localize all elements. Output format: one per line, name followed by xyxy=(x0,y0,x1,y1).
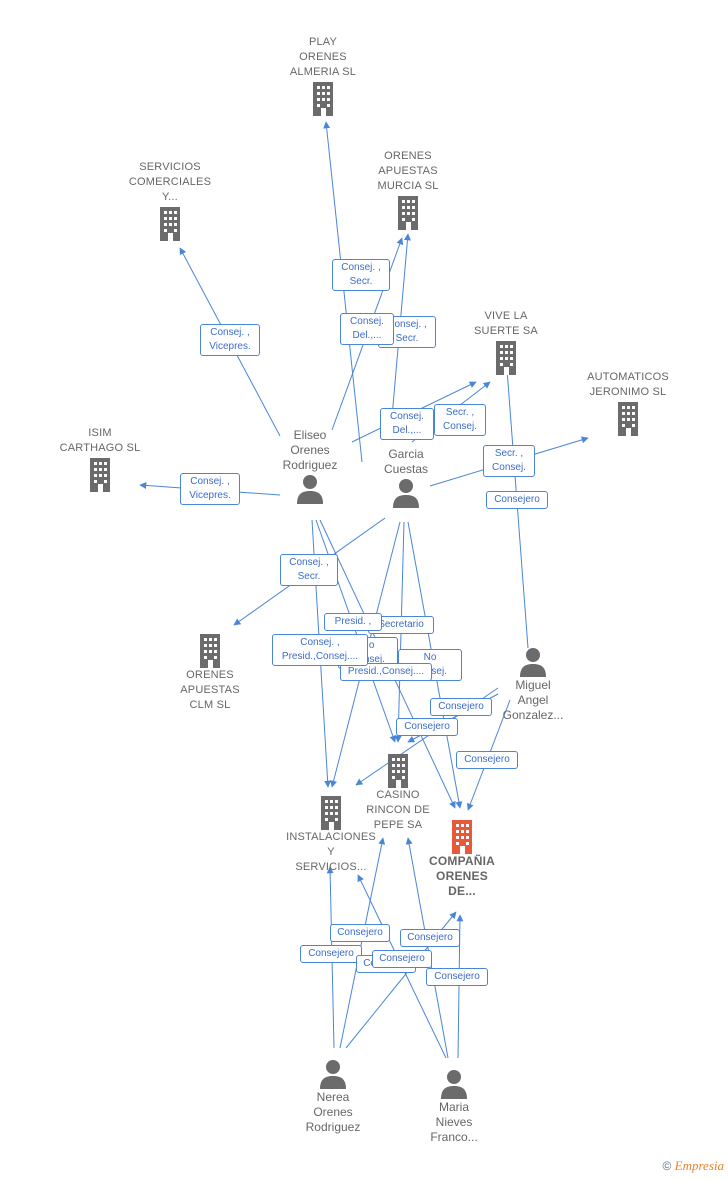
relation-badge[interactable]: Secr. , Consej. xyxy=(434,404,486,436)
relation-badge[interactable]: Consejero xyxy=(430,698,492,716)
person-label: Miguel Angel Gonzalez... xyxy=(502,678,564,722)
person-maria-nieves-franco[interactable]: Maria Nieves Franco... xyxy=(412,1068,496,1145)
edge xyxy=(323,121,363,463)
footer-brand: © Empresia xyxy=(662,1158,724,1174)
company-label: AUTOMATICOS JERONIMO SL xyxy=(587,371,669,398)
company-isim-carthago[interactable]: ISIM CARTHAGO SL xyxy=(48,426,152,492)
person-eliseo-orenes[interactable]: Eliseo Orenes Rodriguez xyxy=(264,428,356,505)
relation-badge[interactable]: Consejero xyxy=(486,491,548,509)
company-compania-orenes-main[interactable]: COMPAÑIA ORENES DE... xyxy=(412,818,512,899)
company-label: COMPAÑIA ORENES DE... xyxy=(428,854,496,898)
company-vive-la-suerte[interactable]: VIVE LA SUERTE SA xyxy=(456,309,556,375)
relation-badge[interactable]: Consejero xyxy=(400,929,460,947)
company-casino-rincon-de-pepe[interactable]: CASINO RINCON DE PEPE SA xyxy=(348,752,448,833)
company-orenes-apuestas-clm[interactable]: ORENES APUESTAS CLM SL xyxy=(160,632,260,713)
relation-badge[interactable]: Presid.,Consej.... xyxy=(340,663,432,681)
person-icon xyxy=(393,479,419,508)
relation-badge[interactable]: Consejero xyxy=(396,718,458,736)
company-servicios-comerciales[interactable]: SERVICIOS COMERCIALES Y... xyxy=(118,160,222,241)
company-orenes-apuestas-murcia[interactable]: ORENES APUESTAS MURCIA SL xyxy=(358,149,458,230)
relation-badge[interactable]: Consej. , Secr. xyxy=(280,554,338,586)
building-icon xyxy=(200,634,220,668)
person-label: Nerea Orenes Rodriguez xyxy=(305,1090,361,1134)
person-icon xyxy=(520,648,546,677)
building-icon xyxy=(388,754,408,788)
person-label: Garcia Cuestas xyxy=(383,447,429,476)
relation-badge[interactable]: Consejero xyxy=(330,924,390,942)
company-label: INSTALACIONES Y SERVICIOS... xyxy=(286,831,376,873)
building-icon xyxy=(160,207,180,241)
person-icon xyxy=(297,475,323,504)
building-icon xyxy=(496,341,516,375)
company-label: SERVICIOS COMERCIALES Y... xyxy=(128,161,212,203)
relation-badge[interactable]: Secretario xyxy=(368,616,434,634)
company-label: CASINO RINCON DE PEPE SA xyxy=(366,789,430,831)
company-label: VIVE LA SUERTE SA xyxy=(474,310,538,337)
person-icon xyxy=(320,1060,346,1089)
company-label: ISIM CARTHAGO SL xyxy=(59,427,141,454)
edge xyxy=(405,837,449,1059)
building-icon xyxy=(90,458,110,492)
person-garcia-cuestas[interactable]: Garcia Cuestas xyxy=(366,447,446,509)
building-icon xyxy=(321,796,341,830)
copyright-symbol: © xyxy=(662,1159,672,1173)
building-icon xyxy=(398,196,418,230)
person-label: Eliseo Orenes Rodriguez xyxy=(282,428,338,472)
relation-badge[interactable]: Consejero xyxy=(456,751,518,769)
company-label: ORENES APUESTAS MURCIA SL xyxy=(377,150,439,192)
relation-badge[interactable]: Consejero xyxy=(300,945,362,963)
relation-badge[interactable]: Presid. , xyxy=(324,613,382,631)
building-icon xyxy=(313,82,333,116)
brand-logo[interactable]: Empresia xyxy=(674,1158,724,1173)
company-automaticos-jeronimo[interactable]: AUTOMATICOS JERONIMO SL xyxy=(576,370,680,436)
company-label: ORENES APUESTAS CLM SL xyxy=(180,669,240,711)
relation-badge[interactable]: Consej. Del.,... xyxy=(380,408,434,440)
relation-badge[interactable]: Consej. , Secr. xyxy=(332,259,390,291)
relation-badge[interactable]: Consej. , Presid.,Consej.... xyxy=(272,634,368,666)
edge xyxy=(339,837,386,1049)
person-label: Maria Nieves Franco... xyxy=(430,1100,478,1144)
relation-badge[interactable]: Consej. , Vicepres. xyxy=(180,473,240,505)
company-label: PLAY ORENES ALMERIA SL xyxy=(289,36,357,78)
person-miguel-angel-gonzalez[interactable]: Miguel Angel Gonzalez... xyxy=(488,646,578,723)
person-icon xyxy=(441,1070,467,1099)
relation-badge[interactable]: Secr. , Consej. xyxy=(483,445,535,477)
relation-badge[interactable]: Consej. Del.,... xyxy=(340,313,394,345)
company-instalaciones-y-servicios[interactable]: INSTALACIONES Y SERVICIOS... xyxy=(276,794,386,875)
building-icon xyxy=(452,820,472,854)
relation-badge[interactable]: Consejero xyxy=(372,950,432,968)
company-play-orenes-almeria[interactable]: PLAY ORENES ALMERIA SL xyxy=(273,35,373,116)
person-nerea-orenes[interactable]: Nerea Orenes Rodriguez xyxy=(287,1058,379,1135)
relation-badge[interactable]: Consejero xyxy=(426,968,488,986)
relation-badge[interactable]: Consej. , Vicepres. xyxy=(200,324,260,356)
building-icon xyxy=(618,402,638,436)
